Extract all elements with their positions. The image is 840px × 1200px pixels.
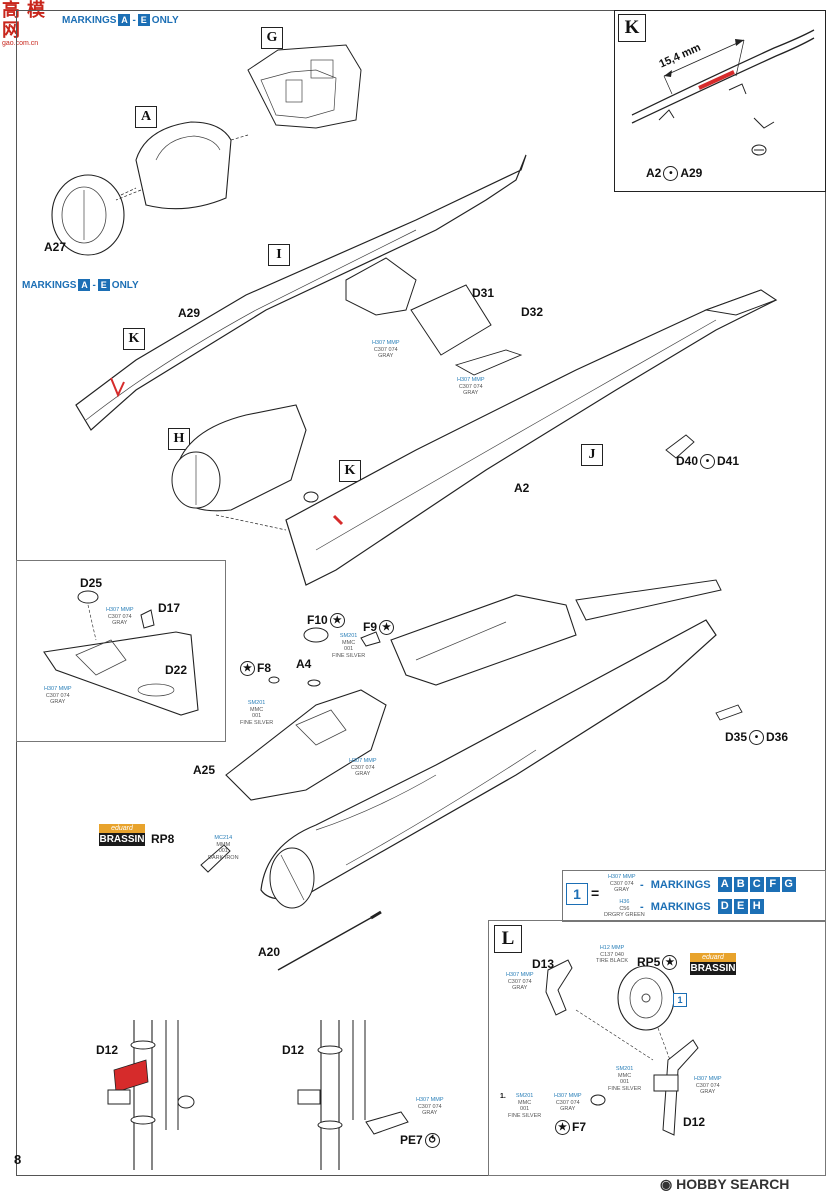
step-j: J — [581, 444, 603, 466]
part-f8: ★F8 — [238, 661, 271, 677]
inset-k-caption: A2•A29 — [646, 166, 703, 182]
part-d22: D22 — [165, 663, 188, 677]
watermark-sub: gao.com.cn — [2, 40, 39, 47]
watermark-bottom: ◉ HOBBY SEARCH — [660, 1176, 790, 1192]
step-a: A — [135, 106, 157, 128]
part-d40-d41: D40•D41 — [676, 454, 740, 470]
part-f9: F9★ — [363, 620, 396, 636]
part-a29: A29 — [178, 306, 201, 320]
step-h: H — [168, 428, 190, 450]
inset-k — [614, 10, 826, 192]
part-d12-b: D12 — [282, 1043, 305, 1057]
inset-d22 — [16, 560, 226, 742]
part-d12-a: D12 — [96, 1043, 119, 1057]
upper-assembly-drawing — [51, 44, 778, 586]
part-d32: D32 — [521, 305, 544, 319]
hobby-search-icon: ◉ — [660, 1176, 673, 1192]
legend-row-1: - MARKINGS A B C F G — [640, 877, 796, 892]
step-g: G — [261, 27, 283, 49]
inset-l — [488, 920, 826, 1176]
part-f10: F10★ — [307, 613, 347, 629]
legend-equals: = — [591, 885, 600, 901]
markings-a-e-mid: MARKINGS A - E ONLY — [22, 279, 139, 291]
part-rp8: RP8 — [151, 832, 175, 846]
part-d35-d36: D35•D36 — [725, 730, 789, 746]
inset-l-drawing — [545, 959, 699, 1136]
legend-box — [562, 870, 826, 922]
part-d13: D13 — [532, 957, 555, 971]
note-1: 1. — [500, 1093, 506, 1100]
step-k-inset: K — [618, 14, 646, 42]
page-number: 8 — [14, 1152, 22, 1167]
inset-k-drawing — [631, 29, 815, 156]
part-a20: A20 — [258, 945, 281, 959]
markings-a-e-top: MARKINGS A - E ONLY — [62, 14, 179, 26]
part-a25: A25 — [193, 763, 216, 777]
part-pe7: PE7⥀ — [400, 1133, 442, 1149]
part-d12-l: D12 — [683, 1115, 706, 1129]
part-a2: A2 — [514, 481, 530, 495]
part-a27: A27 — [44, 240, 67, 254]
part-d31: D31 — [472, 286, 495, 300]
inset-d22-drawing — [43, 590, 199, 716]
part-d25: D25 — [80, 576, 103, 590]
step-l: L — [494, 925, 522, 953]
step-k-2: K — [339, 460, 361, 482]
middle-assembly-drawing — [200, 579, 743, 971]
step-i: I — [268, 244, 290, 266]
part-rp5: RP5★ — [637, 955, 679, 971]
part-a4: A4 — [296, 657, 312, 671]
part-d17: D17 — [158, 601, 181, 615]
legend-row-2: - MARKINGS D E H — [640, 899, 764, 914]
part-f7: ★F7 — [553, 1120, 586, 1136]
bottom-gear-drawing — [107, 1020, 409, 1170]
legend-label: 1 — [566, 883, 588, 905]
legend-ref-l: 1 — [673, 993, 687, 1007]
step-k-1: K — [123, 328, 145, 350]
